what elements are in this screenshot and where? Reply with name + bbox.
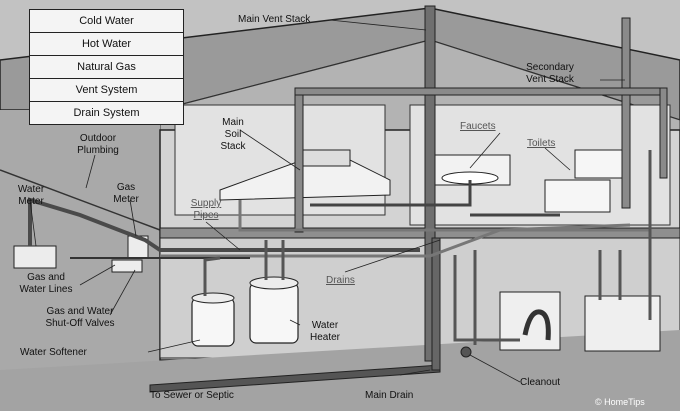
label-main-soil-stack: Main Soil Stack	[220, 117, 246, 152]
label-cleanout: Cleanout	[520, 377, 561, 388]
label-gas-water-lines: Gas and Water Lines	[19, 272, 73, 295]
label-water-heater: Water Heater	[309, 320, 340, 343]
water-heater-top	[249, 276, 299, 290]
cold-water-line	[28, 197, 420, 252]
label-main-drain: Main Drain	[365, 390, 414, 401]
label-supply-pipes: Supply Pipes	[190, 198, 222, 221]
vent-horizontal-pipe	[294, 87, 666, 96]
main-vent-stack-pipe	[424, 5, 436, 362]
label-shutoff-valves: Gas and Water Shut-Off Valves	[45, 306, 115, 329]
label-drains: Drains	[326, 275, 355, 286]
dryer	[584, 295, 661, 352]
shutoff-valve-box	[111, 259, 143, 273]
legend-drain-system: Drain System	[29, 101, 184, 125]
label-water-meter: Water Meter	[17, 184, 45, 207]
drain-riser	[431, 237, 441, 371]
water-softener	[191, 297, 235, 347]
cleanout-cap	[460, 346, 472, 358]
hot-water-line	[160, 223, 631, 258]
label-toilets: Toilets	[527, 138, 556, 149]
water-heater	[249, 282, 299, 344]
main-drain-pipe	[149, 364, 441, 393]
leader-lines	[29, 19, 625, 383]
water-meter	[13, 245, 57, 269]
label-water-softener: Water Softener	[20, 347, 87, 358]
kitchen-sink	[299, 149, 351, 167]
label-main-vent-stack: Main Vent Stack	[238, 14, 311, 25]
toilet-tank	[574, 149, 626, 179]
legend-hot-water: Hot Water	[29, 32, 184, 56]
legend: Cold Water Hot Water Natural Gas Vent Sy…	[29, 9, 184, 125]
legend-natural-gas: Natural Gas	[29, 55, 184, 79]
label-gas-meter: Gas Meter	[113, 182, 139, 205]
legend-cold-water: Cold Water	[29, 9, 184, 33]
label-faucets: Faucets	[460, 121, 496, 132]
label-to-sewer: To Sewer or Septic	[150, 390, 234, 401]
label-secondary-vent-stack: Secondary Vent Stack	[526, 62, 574, 85]
trap-pipe	[522, 309, 551, 341]
label-outdoor-plumbing: Outdoor Plumbing	[77, 133, 119, 156]
toilet	[544, 179, 611, 213]
main-soil-stack-pipe	[294, 91, 304, 233]
water-softener-top	[191, 292, 235, 304]
secondary-vent-stack-pipe	[621, 17, 631, 209]
credit-text: © HomeTips	[595, 397, 645, 407]
legend-vent-system: Vent System	[29, 78, 184, 102]
